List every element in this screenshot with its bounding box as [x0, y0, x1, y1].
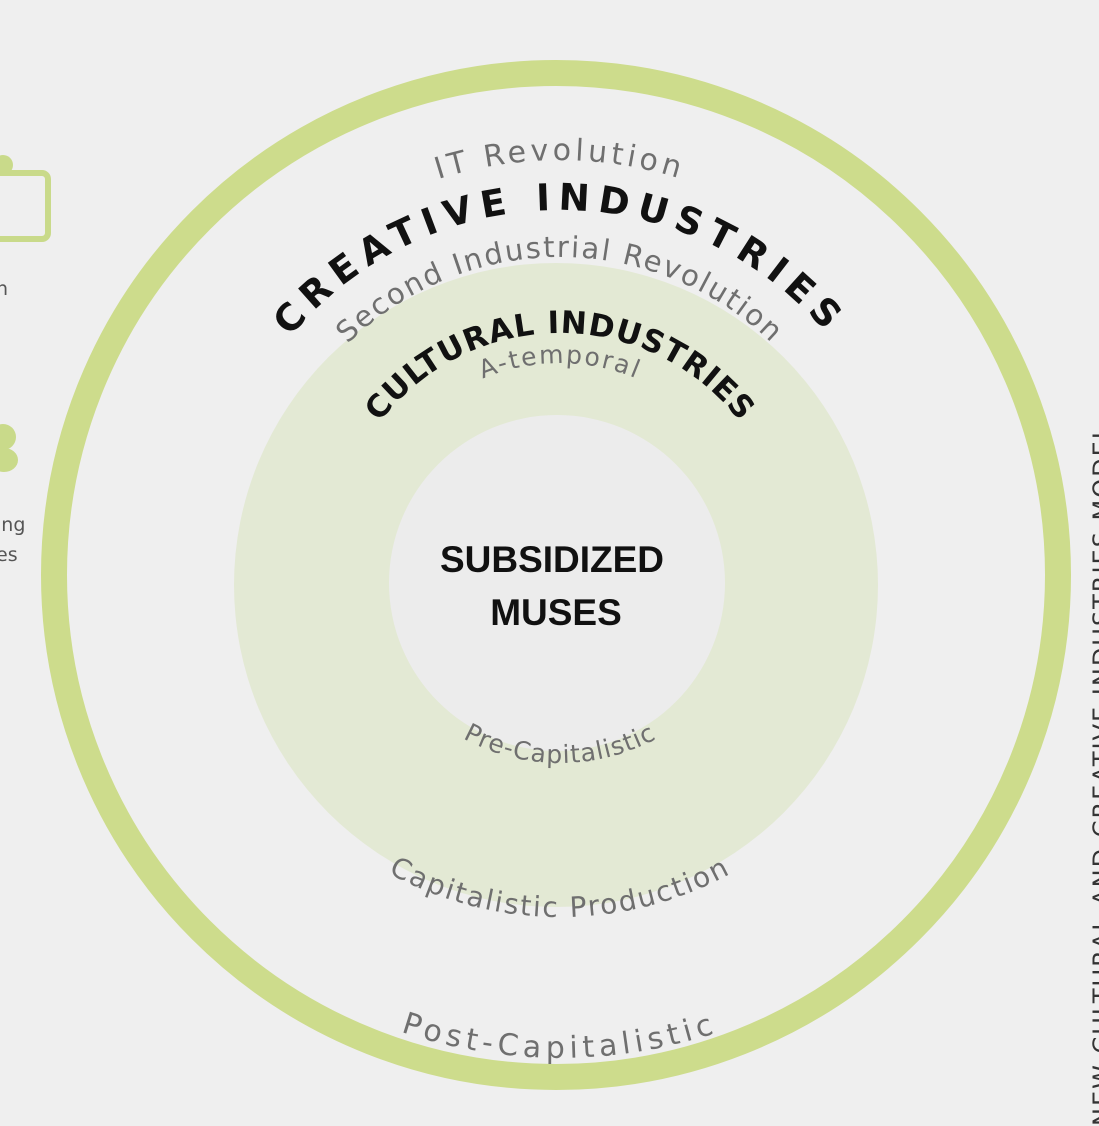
- outer-ring: [41, 60, 1071, 1090]
- vertical-model-title: NEW CULTURAL AND CREATIVE INDUSTRIES MOD…: [1088, 424, 1099, 1126]
- muses-label: MUSES: [490, 592, 622, 633]
- left-text-3: es: [0, 544, 18, 566]
- subsidized-muses-disc: [389, 415, 725, 751]
- side-people-icon: [0, 424, 18, 472]
- side-document-icon: [0, 155, 51, 242]
- subsidized-label: SUBSIDIZED: [440, 539, 664, 580]
- left-text-2: ing: [0, 514, 25, 536]
- left-text-1: n: [0, 278, 8, 300]
